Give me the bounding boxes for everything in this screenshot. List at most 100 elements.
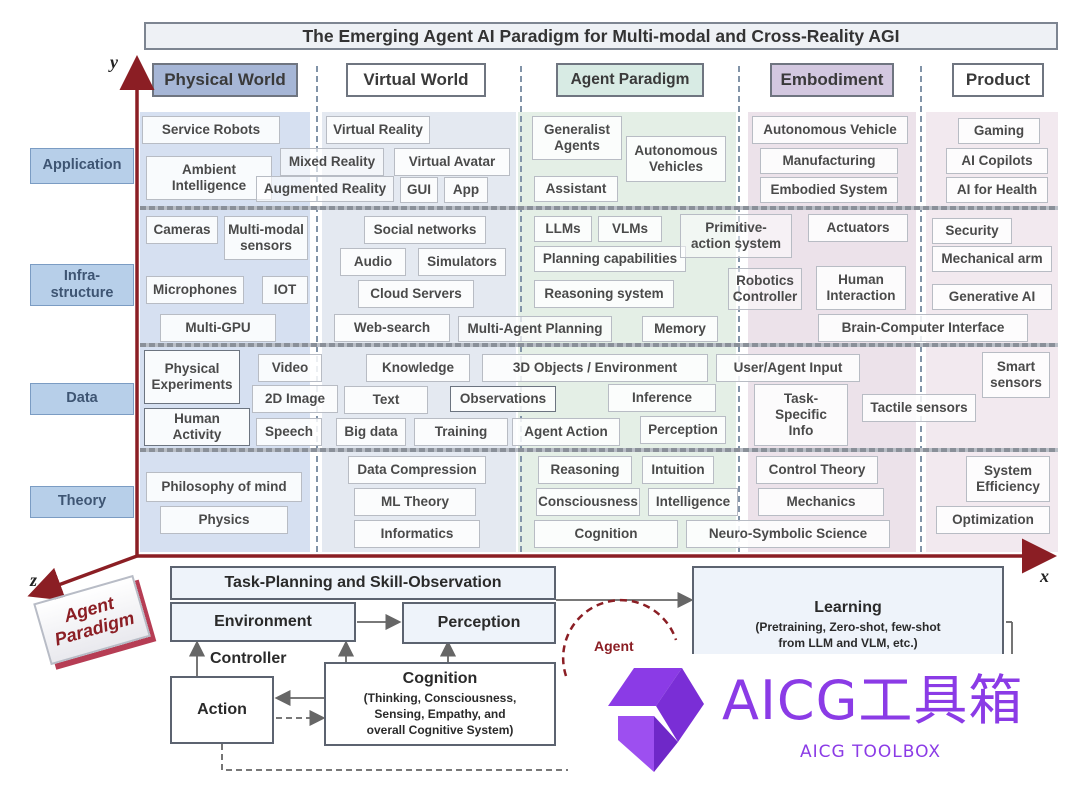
- cell-web-search: Web-search: [334, 314, 450, 342]
- cell-gui: GUI: [400, 177, 438, 203]
- row-separator: [140, 448, 1058, 452]
- perception-box: Perception: [402, 602, 556, 644]
- action-box: Action: [170, 676, 274, 744]
- cell-mechanical-arm: Mechanical arm: [932, 246, 1052, 272]
- agent-paradigm-label: Agent Paradigm: [52, 592, 137, 650]
- cell-cameras: Cameras: [146, 216, 218, 244]
- cell-physics: Physics: [160, 506, 288, 534]
- learning-description: (Pretraining, Zero-shot, few-shot from L…: [755, 619, 941, 650]
- cell-video: Video: [258, 354, 322, 382]
- cell-simulators: Simulators: [418, 248, 506, 276]
- cell-mechanics: Mechanics: [758, 488, 884, 516]
- cognition-description: (Thinking, Consciousness, Sensing, Empat…: [363, 691, 517, 738]
- cell-generalist-agents: Generalist Agents: [532, 116, 622, 160]
- row-label-theory: Theory: [30, 486, 134, 518]
- cell-brain-computer-interface: Brain-Computer Interface: [818, 314, 1028, 342]
- cell-physical-experiments: Physical Experiments: [144, 350, 240, 404]
- cell-speech: Speech: [256, 418, 322, 446]
- watermark-subtext: AICG TOOLBOX: [800, 742, 942, 762]
- cell-robotics-controller: Robotics Controller: [728, 268, 802, 310]
- cell-mixed-reality: Mixed Reality: [280, 148, 384, 176]
- row-separator: [140, 206, 1058, 210]
- cell-memory: Memory: [642, 316, 718, 342]
- cell-embodied-system: Embodied System: [760, 177, 898, 203]
- row-label-application: Application: [30, 148, 134, 184]
- cell-control-theory: Control Theory: [756, 456, 878, 484]
- environment-box: Environment: [170, 602, 356, 642]
- cell-social-networks: Social networks: [364, 216, 486, 244]
- cognition-box: Cognition (Thinking, Consciousness, Sens…: [324, 662, 556, 746]
- column-header-agent-paradigm: Agent Paradigm: [556, 63, 704, 97]
- cell-generative-ai: Generative AI: [932, 284, 1052, 310]
- cell-user-agent-input: User/Agent Input: [716, 354, 860, 382]
- cell-iot: IOT: [262, 276, 308, 304]
- column-separator: [520, 66, 522, 552]
- cell-philosophy-of-mind: Philosophy of mind: [146, 472, 302, 502]
- cell-primitive-action-system: Primitive- action system: [680, 214, 792, 258]
- diagram-title: The Emerging Agent AI Paradigm for Multi…: [144, 22, 1058, 50]
- axis-label-x: x: [1040, 566, 1049, 586]
- cell-multi-gpu: Multi-GPU: [160, 314, 276, 342]
- cell-big-data: Big data: [336, 418, 406, 446]
- cell-cognition: Cognition: [534, 520, 678, 548]
- axis-label-z: z: [30, 570, 38, 590]
- controller-label: Controller: [210, 650, 287, 667]
- row-label-infrastructure: Infra- structure: [30, 264, 134, 306]
- cell-task-specific-info: Task- Specific Info: [754, 384, 848, 446]
- cell-augmented-reality: Augmented Reality: [256, 176, 394, 202]
- cell-vlms: VLMs: [598, 216, 662, 242]
- cell-virtual-avatar: Virtual Avatar: [394, 148, 510, 176]
- cell-manufacturing: Manufacturing: [760, 148, 898, 174]
- cell-smart-sensors: Smart sensors: [982, 352, 1050, 398]
- cell-intelligence: Intelligence: [648, 488, 738, 516]
- cell-ai-copilots: AI Copilots: [946, 148, 1048, 174]
- cell-inference: Inference: [608, 384, 716, 412]
- cell-ml-theory: ML Theory: [354, 488, 476, 516]
- cell-app: App: [444, 177, 488, 203]
- task-planning-box: Task-Planning and Skill-Observation: [170, 566, 556, 600]
- cell-observations: Observations: [450, 386, 556, 412]
- cell-human-interaction: Human Interaction: [816, 266, 906, 310]
- learning-title: Learning: [814, 599, 882, 616]
- cell-assistant: Assistant: [534, 176, 618, 202]
- cell-consciousness: Consciousness: [536, 488, 640, 516]
- cell-optimization: Optimization: [936, 506, 1050, 534]
- column-header-virtual-world: Virtual World: [346, 63, 486, 97]
- cell-multi-agent-planning: Multi-Agent Planning: [458, 316, 612, 342]
- column-separator: [316, 66, 318, 552]
- cell-service-robots: Service Robots: [142, 116, 280, 144]
- cell-training: Training: [414, 418, 508, 446]
- watermark-logo-icon: [608, 668, 704, 772]
- learning-box: Learning (Pretraining, Zero-shot, few-sh…: [692, 566, 1004, 664]
- cell-autonomous-vehicle: Autonomous Vehicle: [752, 116, 908, 144]
- cell-audio: Audio: [340, 248, 406, 276]
- cell-ambient-intelligence: Ambient Intelligence: [146, 156, 272, 200]
- column-header-embodiment: Embodiment: [770, 63, 894, 97]
- cell-actuators: Actuators: [808, 214, 908, 242]
- cell-virtual-reality: Virtual Reality: [326, 116, 430, 144]
- cell-agent-action: Agent Action: [512, 418, 620, 446]
- column-header-physical-world: Physical World: [152, 63, 298, 97]
- agent-circle-label: Agent: [594, 638, 634, 654]
- cell-gaming: Gaming: [958, 118, 1040, 144]
- cell-intuition: Intuition: [642, 456, 714, 484]
- cell-human-activity: Human Activity: [144, 408, 250, 446]
- cell-reasoning: Reasoning: [538, 456, 632, 484]
- cell-data-compression: Data Compression: [348, 456, 486, 484]
- cell-multimodal-sensors: Multi-modal sensors: [224, 216, 308, 260]
- cell-system-efficiency: System Efficiency: [966, 456, 1050, 502]
- cognition-title: Cognition: [402, 670, 478, 688]
- column-header-product: Product: [952, 63, 1044, 97]
- cell-autonomous-vehicles: Autonomous Vehicles: [626, 136, 726, 182]
- watermark-text: AICG工具箱: [722, 669, 1024, 732]
- cell-tactile-sensors: Tactile sensors: [862, 394, 976, 422]
- row-separator: [140, 343, 1058, 347]
- cell-3d-objects-environment: 3D Objects / Environment: [482, 354, 708, 382]
- cell-ai-for-health: AI for Health: [946, 177, 1048, 203]
- cell-llms: LLMs: [534, 216, 592, 242]
- cell-text: Text: [344, 386, 428, 414]
- cell-microphones: Microphones: [146, 276, 244, 304]
- cell-planning-capabilities: Planning capabilities: [534, 246, 686, 272]
- cell-perception: Perception: [640, 416, 726, 444]
